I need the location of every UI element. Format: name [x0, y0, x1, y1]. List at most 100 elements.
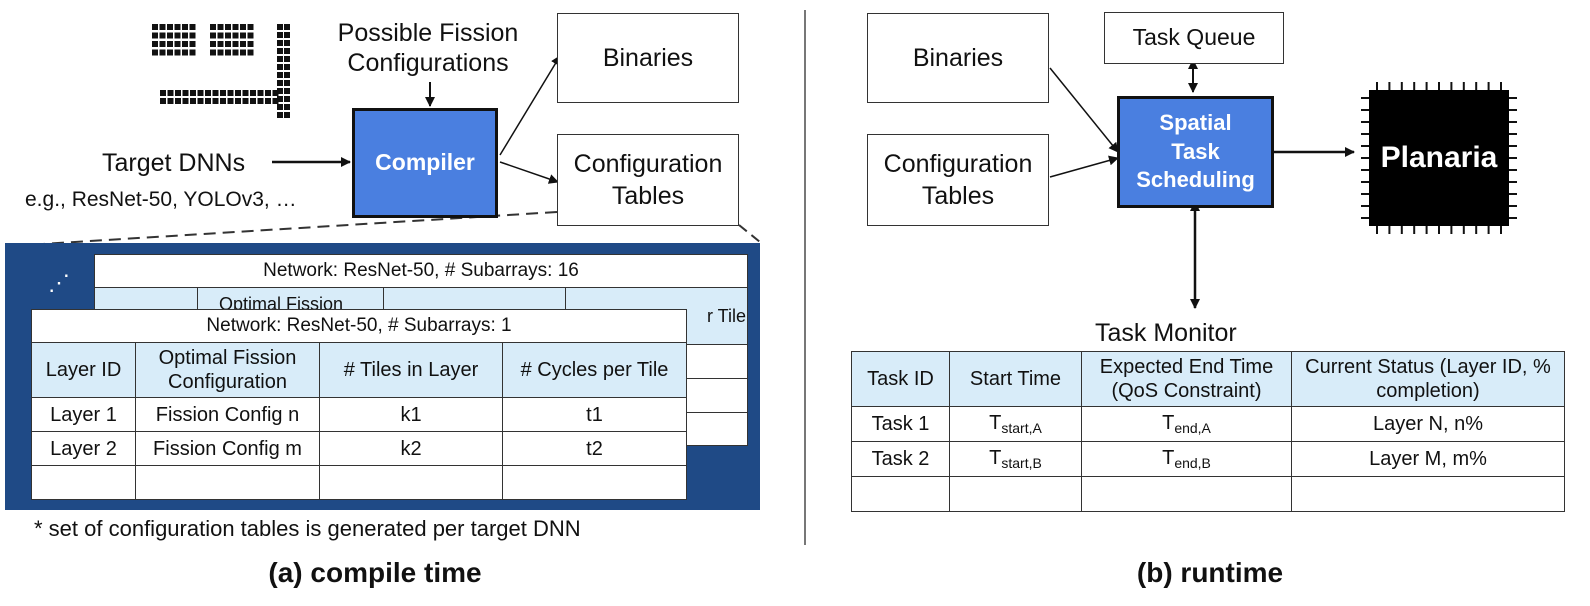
dnn-grid-cell	[182, 41, 188, 47]
table-cell: t1	[502, 397, 687, 432]
front-table-title-row: Network: ResNet-50, # Subarrays: 1	[31, 309, 687, 343]
table-cell	[502, 465, 687, 500]
dnn-grid-cell	[284, 64, 290, 70]
config-tables-line2: Tables	[611, 182, 685, 210]
dnn-grid-cell	[189, 41, 196, 47]
table-cell: k1	[319, 397, 503, 432]
runtime-config-line1: Configuration	[883, 149, 1033, 178]
fission-configurations-label: Possible Fission Configurations	[318, 18, 538, 78]
dnn-grid-cell	[284, 88, 290, 94]
fission-label-line1: Possible Fission	[337, 19, 519, 47]
zoom-line-right	[738, 224, 761, 243]
dnn-grid-cell	[232, 32, 239, 39]
runtime-binaries-label: Binaries	[912, 43, 1004, 72]
dnn-grid-cell	[284, 104, 290, 110]
dnn-grid-cell	[205, 90, 211, 96]
dnn-grid-cell	[277, 104, 283, 110]
compiler-to-tables-arrow	[499, 161, 559, 184]
scheduler-line3: Scheduling	[1136, 167, 1255, 193]
dnn-grid-cell	[284, 80, 290, 86]
header-start-time: Start Time	[949, 351, 1082, 407]
table-cell: Tend,B	[1081, 441, 1292, 477]
table-cell: Fission Config n	[135, 397, 320, 432]
dnn-grid-cell	[235, 90, 241, 96]
dnn-grid-cell	[167, 90, 174, 96]
task-queue-label: Task Queue	[1132, 24, 1256, 51]
dnn-grid-cell	[240, 49, 246, 56]
dnn-grid-cell	[284, 24, 290, 30]
dnn-grid-cell	[277, 64, 283, 70]
front-config-table: Network: ResNet-50, # Subarrays: 1 Layer…	[31, 309, 687, 500]
dnn-grid-cell	[284, 56, 290, 62]
dnn-grid-cell	[220, 90, 226, 96]
zoom-line-left	[9, 211, 558, 247]
header-tiles-in-layer: # Tiles in Layer	[319, 342, 503, 398]
dnn-grid-cell	[240, 24, 246, 30]
dnn-grid-cell	[247, 24, 254, 30]
dnn-grid-cell	[277, 48, 283, 54]
header-current-status: Current Status (Layer ID, % completion)	[1291, 351, 1565, 407]
caption-compile-time: (a) compile time	[268, 557, 482, 588]
dnn-grid-cell	[265, 98, 271, 104]
table-cell: Tstart,B	[949, 441, 1082, 477]
table-cell	[135, 465, 320, 500]
table-cell: Fission Config m	[135, 431, 320, 466]
dnn-grid-cell	[190, 90, 196, 96]
binaries-label: Binaries	[602, 43, 694, 72]
runtime-binaries-box: Binaries	[867, 13, 1049, 103]
dnn-grid-cell	[272, 90, 279, 96]
dnn-grid-cell	[159, 24, 166, 30]
dnn-grid-cell	[277, 80, 283, 86]
dnn-grid-cell	[205, 98, 211, 104]
dnn-grid-cell	[225, 41, 231, 47]
dnn-grid-cell	[232, 24, 239, 30]
table-cell	[319, 465, 503, 500]
footnote: * set of configuration tables is generat…	[34, 516, 581, 541]
dnn-grid-cell	[182, 98, 189, 104]
dnn-grid-cell	[182, 24, 188, 30]
table-cell: Layer 1	[31, 397, 136, 432]
table-cell: t2	[502, 431, 687, 466]
table-row: Layer 2 Fission Config m k2 t2	[31, 431, 687, 466]
planaria-chip-label: Planaria	[1380, 141, 1498, 174]
tables-to-scheduler-arrow	[1049, 155, 1119, 178]
table-row: Layer 1 Fission Config n k1 t1	[31, 397, 687, 432]
header-cycles-per-tile: # Cycles per Tile	[502, 342, 687, 398]
dnn-grid-cell	[240, 41, 246, 47]
dnn-grid-cell	[277, 72, 283, 78]
header-task-id: Task ID	[851, 351, 950, 407]
table-cell: Layer N, n%	[1291, 406, 1565, 442]
target-dnns-examples: e.g., ResNet-50, YOLOv3, …	[25, 188, 297, 211]
dnn-grid-cell	[182, 49, 188, 56]
dnn-grid-cell	[242, 90, 249, 96]
dnn-grid-cell	[284, 72, 290, 78]
dnn-grid-cell	[284, 40, 290, 46]
dnn-grid-cell	[167, 32, 173, 39]
dnn-grid-cell	[152, 32, 158, 39]
table-cell	[949, 476, 1082, 512]
dnn-grid-cell	[159, 49, 166, 56]
dnn-grid-cell	[227, 90, 234, 96]
table-cell: Tend,A	[1081, 406, 1292, 442]
spatial-task-scheduling-box: Spatial Task Scheduling	[1117, 96, 1274, 208]
dnn-grid-cell	[160, 98, 166, 104]
binaries-box: Binaries	[557, 13, 739, 103]
dnn-grid-cell	[167, 41, 173, 47]
caption-runtime: (b) runtime	[1136, 557, 1284, 588]
dnn-grid-cell	[159, 41, 166, 47]
dnn-grid-cell	[250, 90, 256, 96]
dnn-grid-cell	[284, 112, 290, 118]
table-row	[31, 465, 687, 500]
table-cell	[1291, 476, 1565, 512]
configuration-tables-box: Configuration Tables	[557, 134, 739, 226]
dnn-grid-cell	[210, 32, 216, 39]
task-monitor-table: Task ID Start Time Expected End Time (Qo…	[851, 351, 1565, 512]
scheduler-line1: Spatial	[1159, 110, 1232, 136]
dnn-grid-cell	[182, 90, 189, 96]
runtime-config-tables-box: Configuration Tables	[867, 134, 1049, 226]
dnn-grid-cell	[225, 49, 231, 56]
dnn-grid-cell	[210, 41, 216, 47]
dnn-grid-cell	[152, 24, 158, 30]
dnn-grid-cell	[284, 48, 290, 54]
